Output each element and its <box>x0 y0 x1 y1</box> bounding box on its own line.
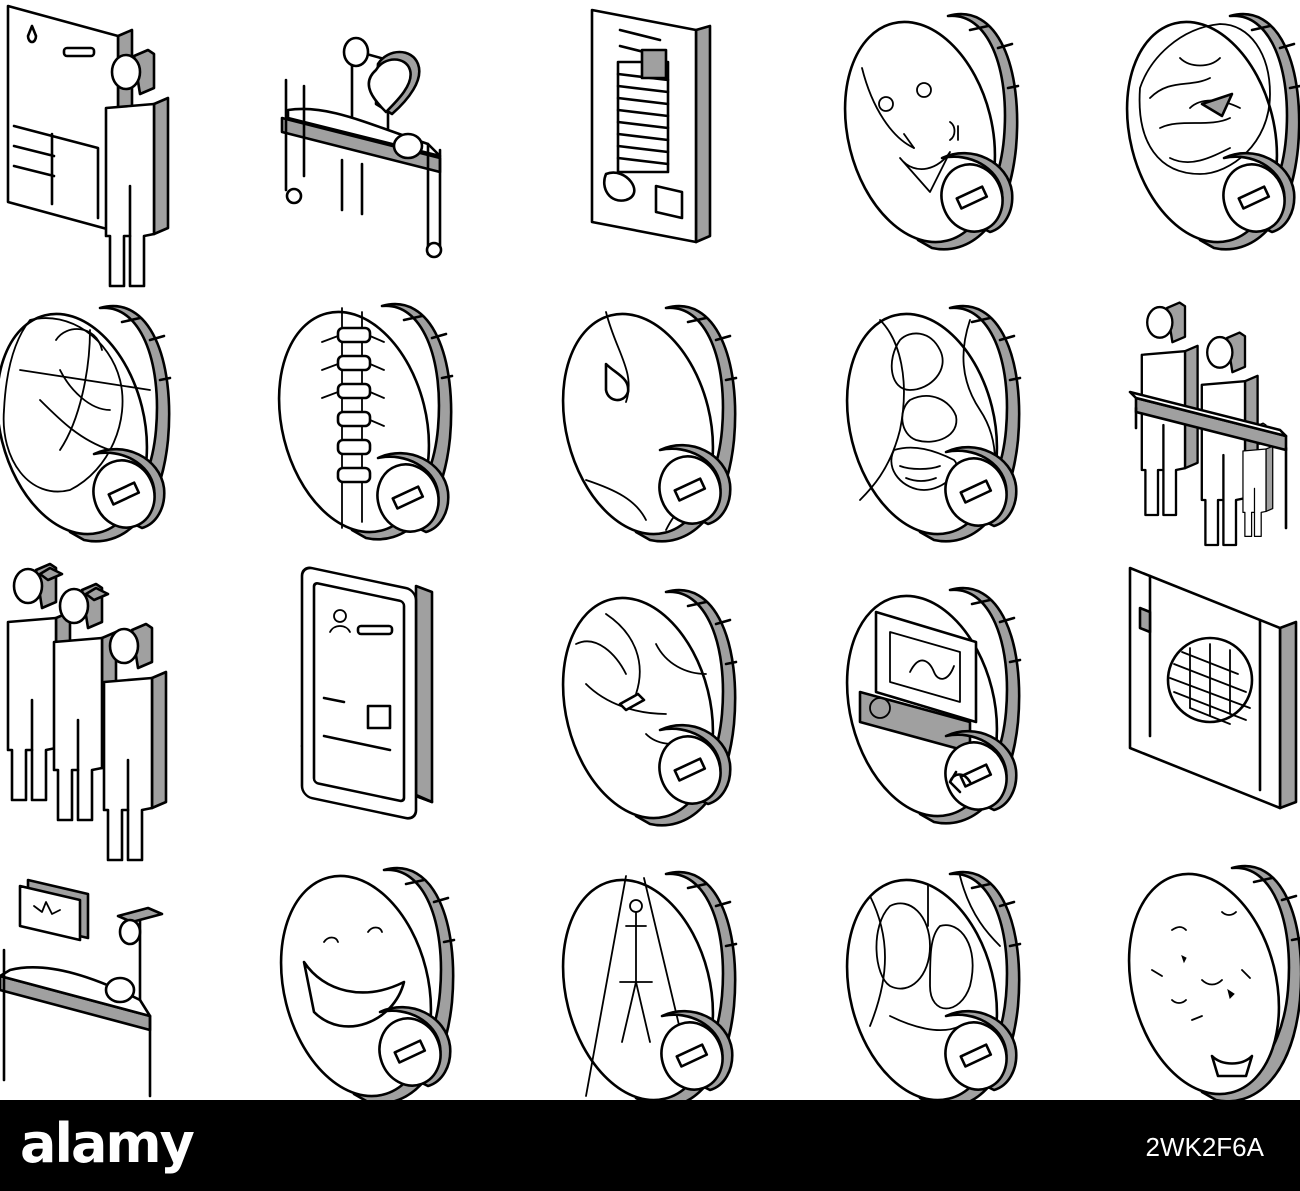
report-and-doctor-icon <box>6 4 170 288</box>
skin-drop-lens-icon <box>539 296 738 552</box>
face-lens-icon <box>821 4 1020 260</box>
medical-chart-document-icon <box>590 8 712 244</box>
brain-lens-icon <box>1103 4 1300 260</box>
monitor-lens-icon <box>823 578 1022 834</box>
skin-spots-lens-icon <box>1105 856 1300 1100</box>
icon-set-illustration <box>0 4 1300 1100</box>
footer-bar: alamy 2WK2F6A <box>0 1100 1300 1191</box>
family-with-stretcher-icon <box>1128 301 1288 547</box>
skin-wound-lens-icon <box>539 580 738 836</box>
body-diagram-lens-icon <box>539 862 738 1100</box>
three-doctors-icon <box>6 562 168 862</box>
smile-lens-icon <box>257 858 456 1100</box>
tablet-patient-card-icon <box>300 566 434 820</box>
patient-in-bed-with-heart-icon <box>280 36 443 259</box>
brand-logo-text: alamy <box>20 1112 195 1175</box>
patient-with-monitor-bed-icon <box>0 878 164 1098</box>
image-id-label: 2WK2F6A <box>1145 1132 1265 1162</box>
xray-panel-icon <box>1128 566 1298 810</box>
heart-lens-icon <box>0 296 172 552</box>
organs-lens-icon <box>823 296 1022 552</box>
lungs-lens-icon <box>823 862 1022 1100</box>
spine-lens-icon <box>255 294 454 550</box>
